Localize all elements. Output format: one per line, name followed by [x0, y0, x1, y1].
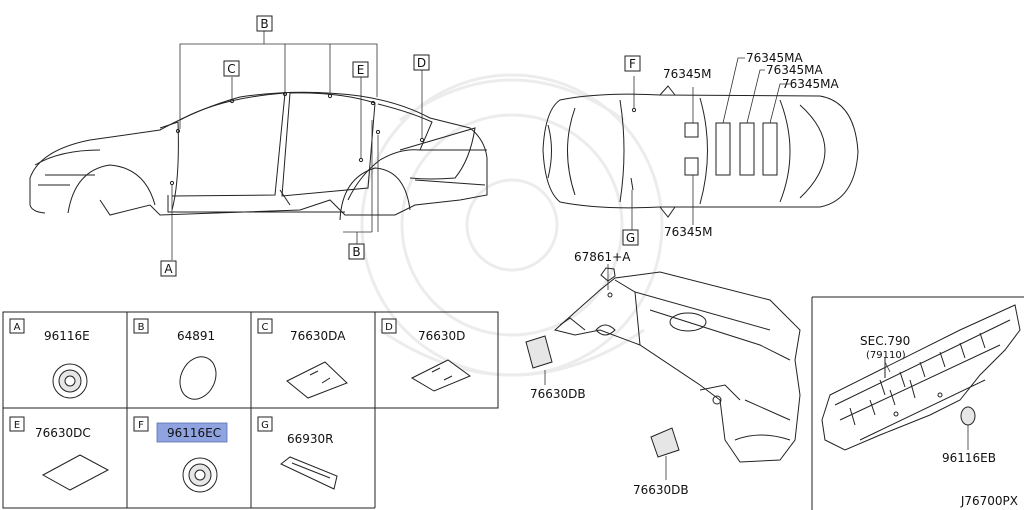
legend-cell-d: D 76630D	[381, 318, 472, 392]
part-76630db-bottom: 76630DB	[633, 483, 689, 497]
callout-d-label: D	[417, 56, 426, 70]
legend-a-key: A	[14, 322, 21, 333]
part-76345ma-1: 76345MA	[746, 51, 804, 65]
top-view-leaders	[631, 57, 790, 230]
legend-cell-a: A 96116E	[9, 318, 90, 399]
callout-b-top: B	[256, 15, 273, 32]
part-76630db-left: 76630DB	[530, 387, 586, 401]
legend-d-part: 76630D	[418, 329, 465, 343]
callout-b-label: B	[260, 17, 268, 31]
legend-grid	[2, 311, 499, 509]
callout-a-side: A	[160, 260, 177, 277]
callout-b-bottom: B	[348, 243, 365, 260]
part-67861a: 67861+A	[574, 250, 631, 264]
legend-cell-f: F 96116EC	[133, 416, 228, 493]
section-ref-790: SEC.790	[860, 334, 910, 348]
callout-e-side: E	[352, 61, 369, 78]
callout-g-top-label: G	[626, 231, 635, 245]
callout-f-top-label: F	[629, 57, 636, 71]
diagram-id: J76700PX	[960, 494, 1018, 508]
legend-cell-c: C 76630DA	[257, 318, 348, 399]
legend-c-key: C	[262, 322, 269, 333]
side-body-view	[29, 91, 488, 221]
part-96116eb: 96116EB	[942, 451, 996, 465]
legend-cell-g: G 66930R	[257, 416, 338, 490]
legend-cell-e: E 76630DC	[9, 416, 110, 491]
callout-b-bottom-label: B	[352, 245, 360, 259]
legend-g-part: 66930R	[287, 432, 334, 446]
callout-a-label: A	[164, 262, 173, 276]
rear-panel-detail	[811, 296, 1024, 510]
legend-c-part: 76630DA	[290, 329, 346, 343]
legend-f-highlight	[156, 422, 228, 443]
callout-d-side: D	[413, 54, 430, 71]
top-view-car	[542, 85, 859, 218]
legend-g-key: G	[261, 420, 269, 431]
side-view-leaders	[171, 30, 423, 260]
callout-f-top: F	[624, 55, 641, 72]
watermark-emblem	[360, 73, 664, 377]
section-ref-79110: (79110)	[866, 350, 906, 361]
legend-e-key: E	[14, 420, 20, 431]
part-76345m-bottom: 76345M	[664, 225, 713, 239]
part-76345m-top: 76345M	[663, 67, 712, 81]
part-76345ma-2: 76345MA	[766, 63, 824, 77]
legend-e-part: 76630DC	[35, 426, 91, 440]
legend-a-part: 96116E	[44, 329, 90, 343]
callout-c-side: C	[223, 60, 240, 77]
rear-parcel-shelf	[525, 264, 801, 480]
callout-g-top: G	[622, 229, 639, 246]
legend-d-key: D	[385, 322, 393, 333]
legend-cell-b: B 64891	[133, 318, 217, 400]
legend-f-key: F	[138, 420, 144, 431]
callout-c-label: C	[227, 62, 235, 76]
legend-b-part: 64891	[177, 329, 215, 343]
legend-f-part[interactable]: 96116EC	[167, 426, 221, 440]
callout-e-label: E	[357, 63, 365, 77]
part-76345ma-3: 76345MA	[782, 77, 840, 91]
legend-b-key: B	[138, 322, 145, 333]
